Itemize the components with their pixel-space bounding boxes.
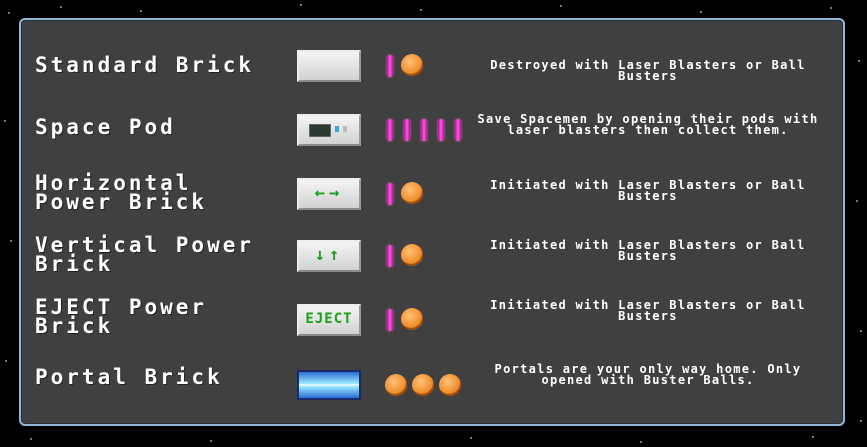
brick-name: Horizontal Power Brick: [35, 171, 208, 214]
ball-buster-icon: [401, 54, 423, 76]
star-dot: [210, 440, 212, 442]
legend-row-space-pod: Space Pod Save Spacemen by opening their…: [21, 110, 843, 170]
vertical-power-brick-icon: ↓↑: [297, 240, 361, 272]
brick-description: Initiated with Laser Blasters or Ball Bu…: [490, 298, 806, 323]
brick-description: Save Spacemen by opening their pods with…: [477, 112, 819, 137]
laser-blaster-icon: [438, 119, 444, 141]
brick-name: Space Pod: [35, 115, 176, 139]
pod-light-icon: [335, 126, 339, 132]
laser-blaster-icon: [387, 55, 393, 77]
brick-legend-panel: Standard Brick Destroyed with Laser Blas…: [19, 18, 845, 426]
laser-blaster-icon: [421, 119, 427, 141]
laser-blaster-icon: [455, 119, 461, 141]
star-dot: [812, 436, 814, 438]
ball-buster-icon: [401, 308, 423, 330]
star-dot: [856, 200, 858, 202]
brick-name: Portal Brick: [35, 365, 223, 389]
legend-row-eject-power-brick: EJECT Power Brick EJECT Initiated with L…: [21, 295, 843, 360]
ball-buster-icon: [412, 374, 434, 396]
star-dot: [640, 441, 642, 443]
brick-description: Destroyed with Laser Blasters or Ball Bu…: [490, 58, 806, 83]
laser-blaster-icon: [387, 309, 393, 331]
star-dot: [140, 10, 142, 12]
star-dot: [300, 4, 302, 6]
laser-blaster-icon: [404, 119, 410, 141]
space-pod-brick-icon: [297, 114, 361, 146]
horizontal-power-brick-icon: ←→: [297, 178, 361, 210]
ball-buster-icon: [401, 244, 423, 266]
ball-buster-icon: [401, 182, 423, 204]
star-dot: [858, 60, 860, 62]
star-dot: [830, 7, 832, 9]
star-dot: [860, 330, 862, 332]
ball-buster-icon: [439, 374, 461, 396]
eject-power-brick-icon: EJECT: [297, 304, 361, 336]
brick-name: Standard Brick: [35, 53, 255, 77]
laser-blaster-icon: [387, 119, 393, 141]
portal-brick-icon: [297, 370, 361, 400]
brick-description: Initiated with Laser Blasters or Ball Bu…: [490, 178, 806, 203]
pod-light-icon: [343, 126, 347, 132]
star-dot: [30, 438, 32, 440]
brick-description: Initiated with Laser Blasters or Ball Bu…: [490, 238, 806, 263]
star-dot: [470, 437, 472, 439]
star-dot: [8, 12, 10, 14]
left-right-arrows-icon: ←→: [314, 183, 344, 203]
laser-blaster-icon: [387, 183, 393, 205]
ball-buster-icon: [385, 374, 407, 396]
brick-name: EJECT Power Brick: [35, 295, 208, 338]
star-dot: [700, 11, 702, 13]
brick-name: Vertical Power Brick: [35, 233, 255, 276]
legend-row-horizontal-power-brick: Horizontal Power Brick ←→ Initiated with…: [21, 171, 843, 234]
star-dot: [10, 240, 12, 242]
star-dot: [5, 360, 7, 362]
eject-label-icon: EJECT: [305, 311, 353, 327]
laser-blaster-icon: [387, 245, 393, 267]
star-dot: [60, 6, 62, 8]
star-dot: [560, 5, 562, 7]
pod-window-icon: [309, 124, 331, 137]
legend-row-standard-brick: Standard Brick Destroyed with Laser Blas…: [21, 46, 843, 106]
star-dot: [860, 420, 862, 422]
star-dot: [4, 120, 6, 122]
legend-row-vertical-power-brick: Vertical Power Brick ↓↑ Initiated with L…: [21, 233, 843, 298]
star-dot: [420, 9, 422, 11]
legend-row-portal-brick: Portal Brick Portals are your only way h…: [21, 362, 843, 426]
standard-brick-icon: [297, 50, 361, 82]
brick-description: Portals are your only way home. Only ope…: [494, 362, 802, 387]
down-up-arrows-icon: ↓↑: [314, 245, 344, 265]
